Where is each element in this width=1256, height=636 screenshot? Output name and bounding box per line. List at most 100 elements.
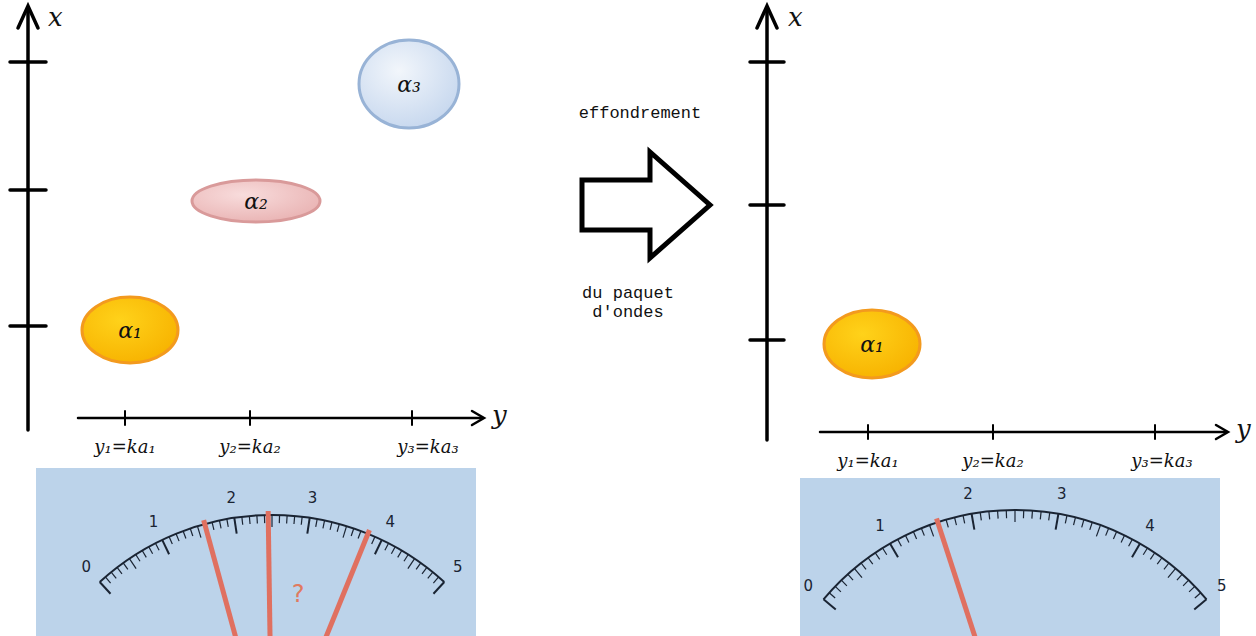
scale-tick <box>1195 593 1201 598</box>
axis-label: y <box>1236 414 1251 444</box>
scale-tick <box>422 567 427 573</box>
meter-needle <box>937 518 1015 636</box>
ellipse-outline <box>192 180 320 222</box>
scale-tick <box>343 526 347 537</box>
scale-tick <box>1023 510 1024 518</box>
scale-tick <box>946 520 948 528</box>
scale-number: 5 <box>1217 577 1227 595</box>
scale-tick <box>1082 520 1084 528</box>
state-ellipse: α₃ <box>357 38 461 130</box>
position-label: y₃=ka₃ <box>395 436 460 457</box>
scale-tick <box>1129 539 1133 546</box>
scale-tick <box>428 572 433 578</box>
scale-tick <box>829 593 835 598</box>
position-label: y₁=ka₁ <box>92 436 157 457</box>
scale-tick <box>988 511 990 519</box>
scale-tick <box>279 515 280 523</box>
scale-number: 1 <box>875 517 885 535</box>
scale-tick <box>861 563 866 569</box>
scale-tick <box>155 543 159 550</box>
scale-tick <box>123 563 128 569</box>
meter-scale <box>823 510 1206 636</box>
collapse-arrow <box>582 152 710 258</box>
position-label: y₃=ka₃ <box>1129 450 1194 471</box>
meter-needle <box>204 520 272 636</box>
scale-tick <box>1090 522 1092 530</box>
scale-tick <box>898 539 902 546</box>
scale-tick <box>1014 510 1015 522</box>
scale-number: 0 <box>803 577 813 595</box>
scale-number: 2 <box>963 485 973 503</box>
scale-tick <box>1168 568 1176 577</box>
scale-tick <box>256 515 258 523</box>
scale-tick <box>1074 517 1076 525</box>
scale-tick <box>875 553 879 560</box>
scale-tick <box>1031 511 1033 519</box>
scale-number: 1 <box>149 513 159 531</box>
scale-tick <box>980 512 981 520</box>
scale-tick <box>271 515 272 527</box>
scale-tick <box>890 543 898 557</box>
left-axes <box>10 6 484 430</box>
scale-number: 4 <box>386 513 396 531</box>
state-label: α₃ <box>397 72 421 97</box>
scale-tick <box>404 554 408 561</box>
scale-tick <box>169 537 172 544</box>
ellipse-outline <box>824 310 920 378</box>
scale-number: 3 <box>1057 485 1067 503</box>
meter-face <box>36 468 476 636</box>
scale-tick <box>183 531 186 538</box>
scale-tick <box>1157 558 1162 564</box>
scale-number: 3 <box>308 489 318 507</box>
scale-tick <box>854 568 862 577</box>
scale-tick <box>219 520 221 528</box>
state-label: α₁ <box>118 318 142 343</box>
scale-tick <box>1096 525 1100 536</box>
scale-tick <box>1150 553 1154 560</box>
scale-tick <box>883 548 887 555</box>
scale-tick <box>1106 528 1109 535</box>
scale-tick <box>929 525 933 536</box>
scale-tick <box>385 543 389 550</box>
scale-tick <box>433 582 444 594</box>
scale-tick <box>963 515 965 523</box>
arrow-caption: effondrement <box>579 104 701 123</box>
scale-tick <box>1056 514 1059 530</box>
scale-tick <box>1049 512 1050 520</box>
scale-tick <box>868 558 873 564</box>
position-label: y₂=ka₂ <box>960 450 1025 471</box>
meter-scale <box>100 511 445 636</box>
ellipse-outline <box>359 40 459 128</box>
scale-tick <box>136 554 140 561</box>
scale-tick <box>848 574 853 580</box>
state-label: α₁ <box>860 332 884 357</box>
scale-number: 4 <box>1145 517 1155 535</box>
scale-tick <box>330 522 332 530</box>
scale-tick <box>408 559 415 569</box>
scale-tick <box>398 551 402 558</box>
right-axes <box>750 6 1228 440</box>
scale-tick <box>212 522 214 530</box>
scale-tick <box>1065 515 1067 523</box>
axis-label: x <box>48 2 63 32</box>
scale-tick <box>1113 532 1116 539</box>
scale-tick <box>227 519 228 527</box>
scale-tick <box>301 517 303 525</box>
scale-tick <box>1183 580 1189 586</box>
scale-tick <box>823 599 835 609</box>
scale-tick <box>142 551 146 558</box>
scale-tick <box>972 514 975 530</box>
axis-label: y <box>492 400 507 430</box>
scale-number: 2 <box>227 489 237 507</box>
scale-tick <box>190 528 193 536</box>
scale-tick <box>1164 563 1169 569</box>
scale-tick <box>249 516 251 524</box>
scale-tick <box>905 535 909 542</box>
meter-face <box>800 478 1220 636</box>
scale-tick <box>1177 574 1182 580</box>
scale-tick <box>111 572 116 578</box>
scale-tick <box>372 537 375 544</box>
scale-tick <box>323 520 325 528</box>
scale-tick <box>358 531 361 538</box>
scale-tick <box>293 516 295 524</box>
